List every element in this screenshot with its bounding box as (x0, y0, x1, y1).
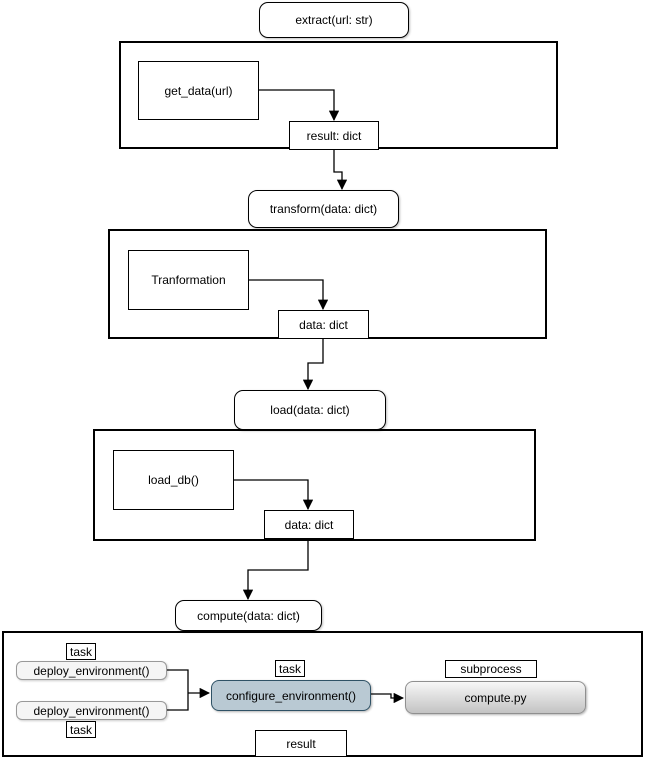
node-deploy-environment-2-label: deploy_environment() (33, 703, 150, 718)
node-result-label: result (286, 736, 316, 751)
connector-data-to-load (302, 339, 324, 391)
node-load: load(data: dict) (234, 390, 386, 430)
node-get-data: get_data(url) (138, 61, 259, 120)
node-deploy-environment-1: deploy_environment() (16, 661, 167, 680)
node-extract: extract(url: str) (259, 2, 409, 38)
node-task-top: task (66, 643, 96, 660)
node-result: result (255, 730, 347, 757)
node-result-dict-label: result: dict (306, 128, 362, 143)
node-task-top-label: task (69, 644, 92, 659)
node-load-db: load_db() (113, 450, 234, 510)
node-task-configure-label: task (278, 661, 301, 676)
connector-data-to-compute (242, 541, 309, 601)
node-transform-label: transform(data: dict) (269, 202, 378, 216)
node-task-configure: task (275, 660, 305, 677)
node-configure-environment: configure_environment() (211, 680, 371, 711)
node-transform-data-dict-label: data: dict (299, 317, 348, 332)
node-subprocess: subprocess (445, 660, 537, 678)
node-compute-py-label: compute.py (464, 690, 527, 705)
node-tranformation-label: Tranformation (151, 273, 226, 287)
node-result-dict: result: dict (289, 121, 379, 150)
node-deploy-environment-2: deploy_environment() (16, 701, 167, 720)
node-transform-data-dict: data: dict (278, 310, 369, 339)
node-task-bottom: task (66, 721, 96, 738)
node-load-db-label: load_db() (148, 473, 199, 487)
node-deploy-environment-1-label: deploy_environment() (33, 663, 150, 678)
node-load-data-dict: data: dict (264, 510, 354, 539)
connector-result-to-transform (333, 150, 348, 191)
node-extract-label: extract(url: str) (295, 13, 373, 27)
node-get-data-label: get_data(url) (164, 83, 233, 98)
node-task-bottom-label: task (69, 722, 92, 737)
node-configure-environment-label: configure_environment() (225, 688, 357, 703)
node-load-label: load(data: dict) (270, 403, 350, 417)
node-load-data-dict-label: data: dict (284, 517, 334, 532)
node-compute-py: compute.py (405, 681, 586, 714)
node-compute-label: compute(data: dict) (197, 608, 300, 623)
node-tranformation: Tranformation (128, 250, 249, 310)
node-transform: transform(data: dict) (248, 190, 399, 228)
node-compute: compute(data: dict) (175, 600, 322, 631)
node-subprocess-label: subprocess (460, 662, 522, 676)
